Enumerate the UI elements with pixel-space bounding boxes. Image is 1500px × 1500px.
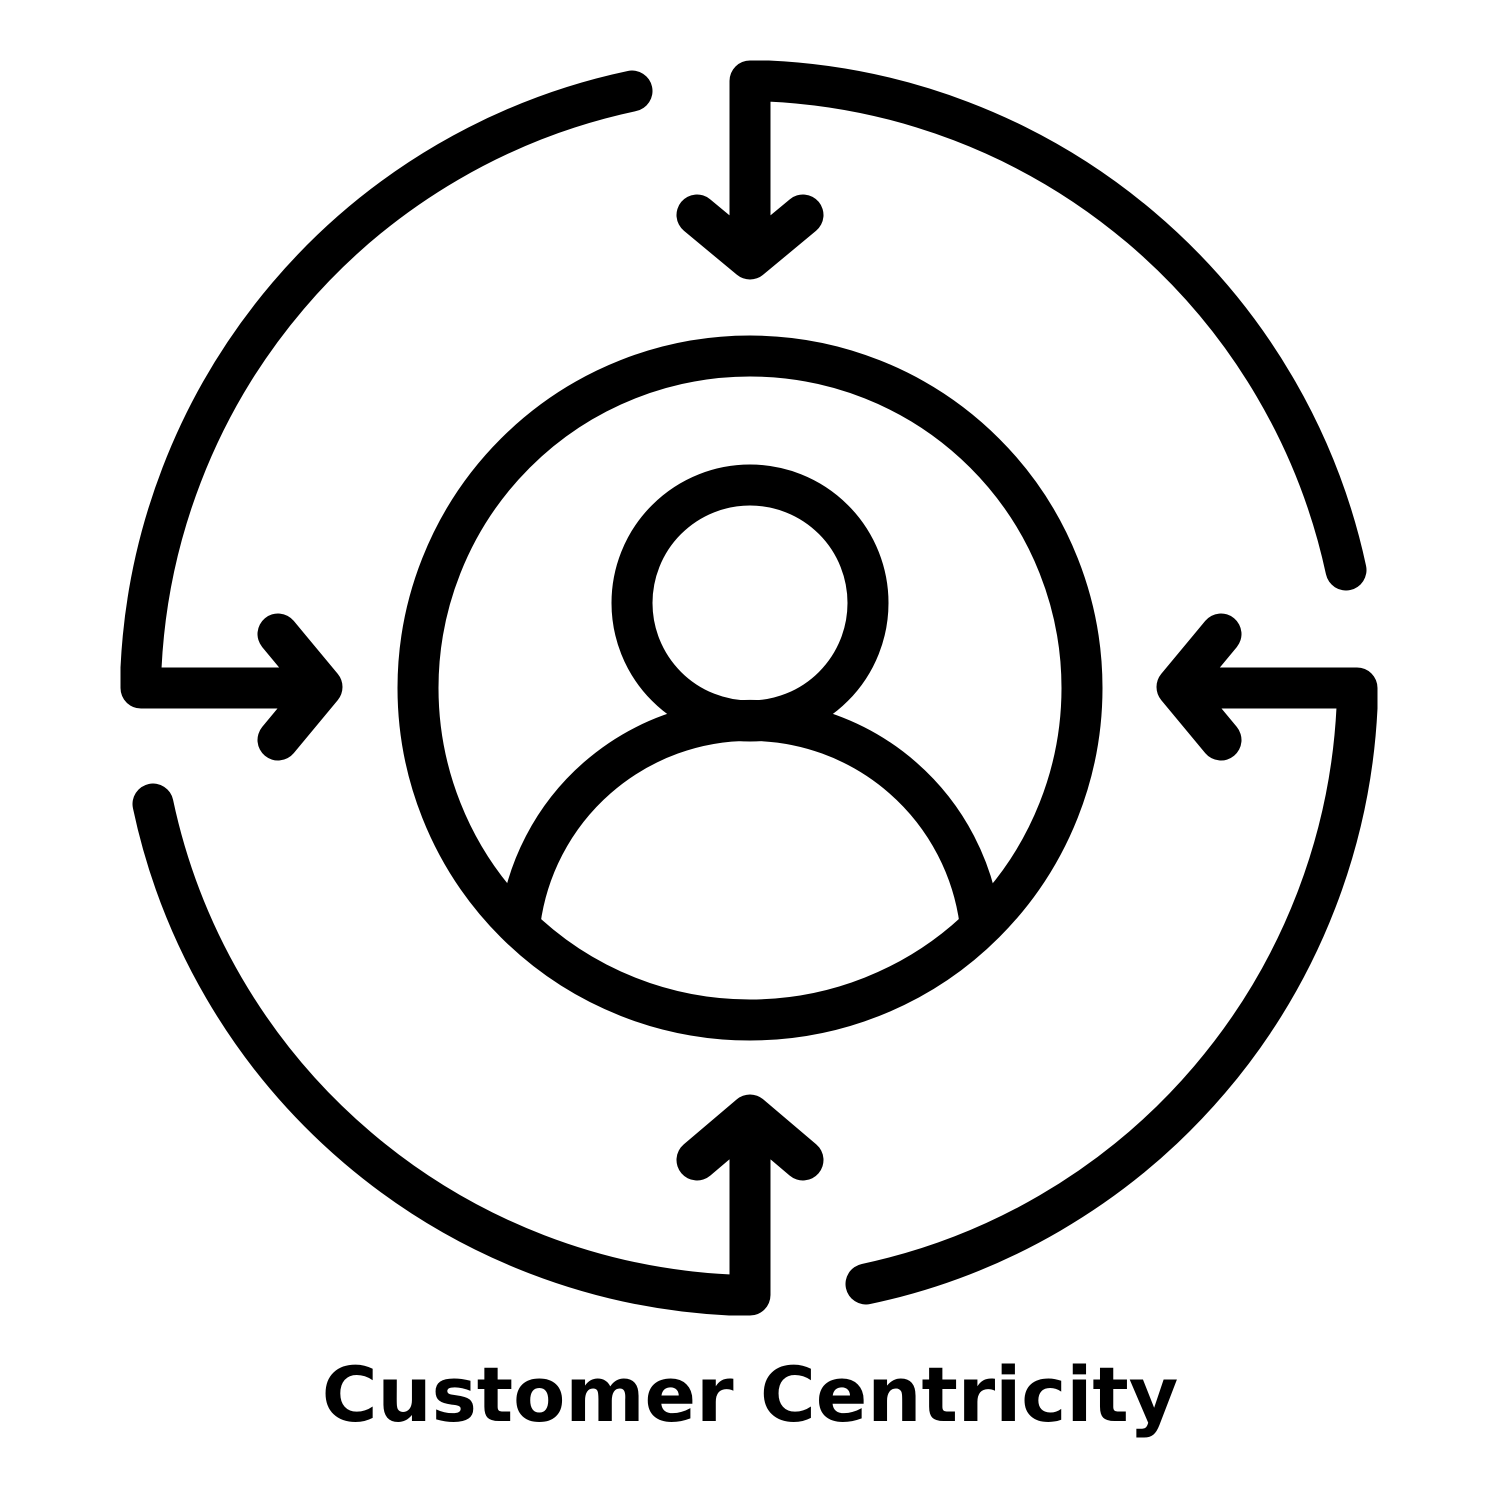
avatar-head (611, 464, 889, 742)
arc-bottom-left (132, 783, 771, 1316)
user-avatar-icon (397, 335, 1103, 1041)
arrow-head-left-icon (1156, 613, 1242, 761)
caption-title: Customer Centricity (321, 1350, 1179, 1439)
arrow-head-up-icon (676, 1094, 824, 1181)
arrow-head-right-icon (257, 613, 343, 761)
avatar-ring (397, 335, 1103, 1041)
arrow-head-down-icon (676, 194, 824, 280)
arc-top-left (120, 70, 653, 709)
arc-top-right (729, 60, 1367, 591)
arc-bottom-right (845, 667, 1378, 1305)
cycle-arrows (120, 60, 1378, 1316)
avatar-shoulders (499, 699, 1001, 943)
